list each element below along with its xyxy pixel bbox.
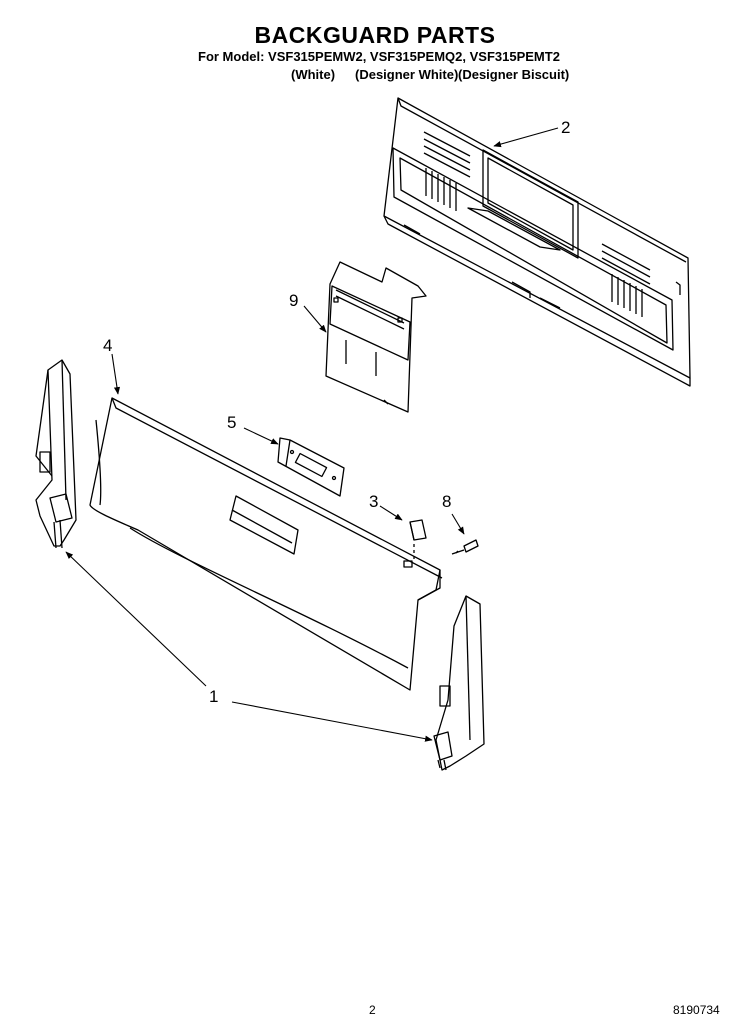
page-title: BACKGUARD PARTS [254, 22, 496, 48]
part-8-screw [451, 539, 479, 555]
page-number: 2 [369, 1003, 376, 1017]
callout-1: 1 [209, 687, 218, 706]
callout-3: 3 [369, 492, 378, 511]
part-2-rear-panel [383, 97, 691, 387]
variant-white: (White) [291, 67, 336, 82]
model-list: For Model: VSF315PEMW2, VSF315PEMQ2, VSF… [198, 49, 560, 64]
variant-designer-biscuit: (Designer Biscuit) [458, 67, 570, 82]
callout-9: 9 [289, 291, 298, 310]
document-number: 8190734 [673, 1003, 720, 1017]
right-louvres [601, 243, 651, 317]
callout-4: 4 [103, 336, 112, 355]
part-5-clock-board [277, 437, 345, 497]
callout-5: 5 [227, 413, 236, 432]
callout-2: 2 [561, 118, 570, 137]
part-1-left-end-cap [35, 359, 77, 549]
leader-lines [65, 127, 559, 742]
left-louvres [423, 131, 471, 211]
part-4-control-panel [89, 397, 443, 691]
variant-designer-white: (Designer White) [355, 67, 459, 82]
part-3-clip [409, 519, 427, 560]
callout-8: 8 [442, 492, 451, 511]
part-9-bracket [325, 261, 427, 413]
part-1-right-end-cap [433, 595, 485, 771]
